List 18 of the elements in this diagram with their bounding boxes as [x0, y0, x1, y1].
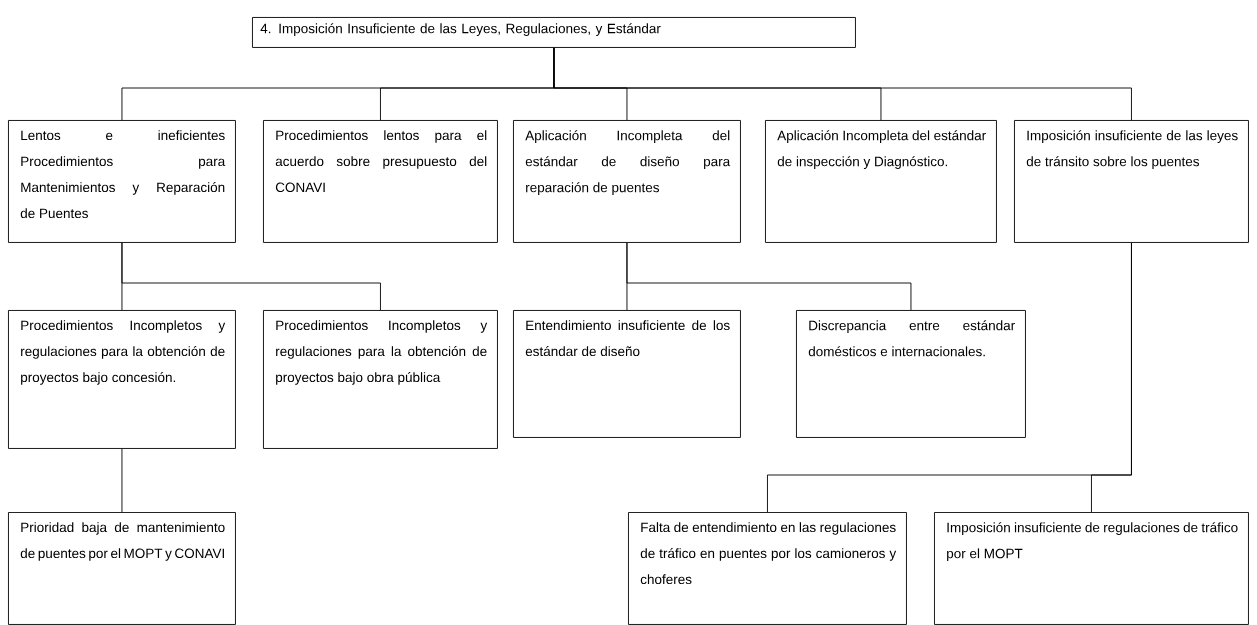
text-box: Imposición insuficiente de las leyes de tránsito sobre los puentes — [1014, 120, 1249, 243]
text-box: Lentos e ineficientes Procedimientos para Mantenimientos y Reparación de Puentes — [8, 120, 236, 243]
connector-line — [553, 47, 1132, 121]
text-box: Prioridad baja de mantenimiento de puentes por el MOPT y CONAVI — [8, 512, 236, 625]
text-box: Entendimiento insuficiente de los estándar de diseño — [513, 310, 741, 438]
text-box: Procedimientos Incompletos y regulaciones para la obtención de proyectos bajo concesión. — [8, 310, 236, 449]
text-box: Aplicación Incompleta del estándar de inspección y Diagnóstico. — [765, 120, 997, 243]
text-box: Discrepancia entre estándar domésticos e internacionales. — [796, 310, 1026, 438]
text-box: Aplicación Incompleta del estándar de diseño para reparación de puentes — [513, 120, 741, 243]
connector-line — [121, 448, 123, 513]
text-box: Procedimientos Incompletos y regulaciones para la obtención de proyectos bajo obra pública — [263, 310, 498, 449]
text-box: Falta de entendimiento en las regulaciones de tráfico en puentes por los camioneros y choferes — [628, 512, 907, 625]
connector-line — [1091, 242, 1132, 513]
connector-line — [121, 242, 381, 311]
text-box: 4. Imposición Insuficiente de las Leyes, Regulaciones, y Estándar — [252, 17, 856, 48]
text-box: Procedimientos lentos para el acuerdo sobre presupuesto del CONAVI — [263, 120, 498, 243]
text-box: Imposición insuficiente de regulaciones de tráfico por el MOPT — [934, 512, 1249, 625]
connector-line — [626, 242, 912, 311]
